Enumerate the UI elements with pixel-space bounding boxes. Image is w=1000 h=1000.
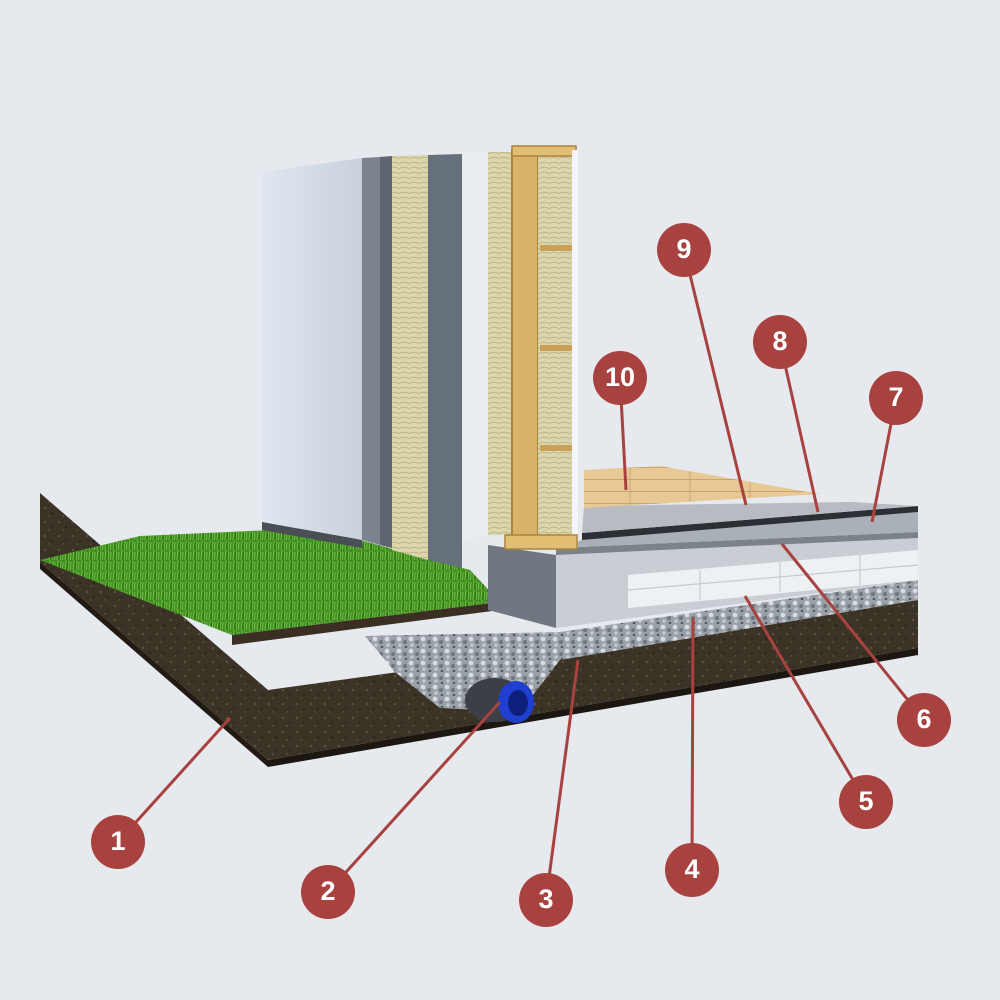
badge-circle-6: [897, 693, 951, 747]
interior-drywall: [572, 150, 578, 548]
badge-label-7: 7: [888, 382, 903, 412]
wall-membrane-strip: [362, 157, 380, 545]
badge-circle-7: [869, 371, 923, 425]
callout-badges: 1 2 3 4 5 6 7 8 9 10: [91, 223, 951, 927]
inner-insulation-left: [488, 152, 512, 535]
callout-badge-1: 1: [91, 815, 145, 869]
drain-pipe: [465, 678, 534, 723]
leader-line-5: [743, 595, 868, 803]
callout-badge-3: 3: [519, 873, 573, 927]
callout-badge-10: 10: [593, 351, 647, 405]
foundation-slab: [488, 466, 919, 628]
foundation-wall-face: [488, 545, 556, 628]
badge-circle-10: [593, 351, 647, 405]
blocking-2: [540, 345, 574, 351]
badge-label-5: 5: [858, 786, 873, 816]
leader-line-4: [690, 617, 695, 871]
callout-badge-8: 8: [753, 315, 807, 369]
badge-label-6: 6: [916, 704, 931, 734]
badge-label-9: 9: [676, 234, 691, 264]
badge-circle-4: [665, 843, 719, 897]
grass-edge: [232, 602, 500, 645]
leader-line-2: [326, 700, 502, 894]
badge-label-3: 3: [538, 884, 553, 914]
underlayment-layer: [582, 502, 918, 533]
soil-front-edge: [268, 648, 918, 767]
wall-base-edge: [262, 522, 362, 548]
wood-floor: [584, 466, 820, 508]
membrane-layer: [582, 506, 918, 540]
badge-circle-3: [519, 873, 573, 927]
blocking-3: [540, 445, 574, 451]
soil-front-face: [268, 600, 918, 760]
insulation-joints: [627, 555, 919, 600]
badge-circle-1: [91, 815, 145, 869]
badge-circle-2: [301, 865, 355, 919]
sheathing-board: [428, 154, 462, 568]
leader-line-8: [778, 341, 820, 513]
leader-line-3: [544, 659, 580, 901]
wall-assembly: [262, 145, 578, 568]
leader-line-6: [780, 543, 926, 721]
leader-line-9: [682, 249, 748, 506]
wall-exterior-face: [262, 158, 362, 540]
leader-line-1: [116, 716, 232, 844]
badge-label-8: 8: [772, 326, 787, 356]
grass-top: [40, 528, 500, 635]
badge-label-2: 2: [320, 876, 335, 906]
blocking-1: [540, 245, 574, 251]
badge-circle-8: [753, 315, 807, 369]
callout-badge-2: 2: [301, 865, 355, 919]
sill-plate: [504, 534, 578, 550]
badge-label-1: 1: [110, 826, 125, 856]
slab-surface: [556, 512, 918, 548]
callout-badge-4: 4: [665, 843, 719, 897]
badge-label-10: 10: [605, 362, 635, 392]
badge-circle-9: [657, 223, 711, 277]
wall-dark-strip: [380, 156, 392, 548]
air-gap-panel: [462, 152, 488, 540]
soil-left-edge: [40, 562, 268, 767]
badge-label-4: 4: [684, 854, 699, 884]
outer-insulation: [392, 155, 428, 560]
drain-pipe-inner: [508, 690, 528, 716]
badge-circle-5: [839, 775, 893, 829]
callout-badge-5: 5: [839, 775, 893, 829]
top-plate: [511, 145, 577, 157]
grass-surface: [40, 528, 500, 645]
callout-badge-7: 7: [869, 371, 923, 425]
callout-badge-6: 6: [897, 693, 951, 747]
wood-stud: [511, 149, 539, 546]
slab-top-edge: [556, 532, 918, 555]
callout-badge-9: 9: [657, 223, 711, 277]
